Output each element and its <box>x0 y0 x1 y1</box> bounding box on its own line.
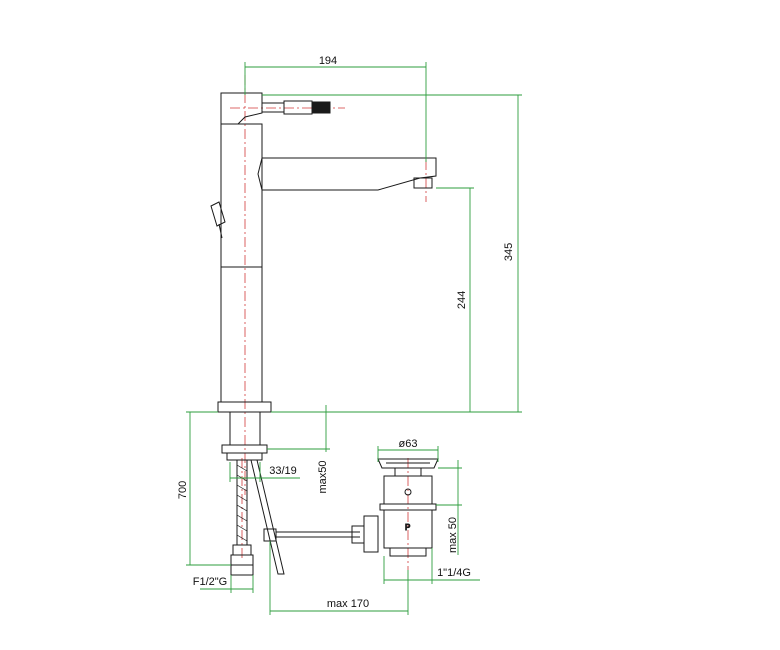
label-max-deck: max50 <box>317 460 329 493</box>
label-hole-diameter: 33/19 <box>269 465 297 477</box>
waste-flange <box>377 458 439 469</box>
waste-tailpiece <box>389 547 427 557</box>
handle-grip <box>283 100 313 115</box>
popup-lever <box>210 201 226 227</box>
faucet-top-cap <box>220 92 263 125</box>
handle-knurled-tip <box>311 101 331 114</box>
dimension-labels: 194 345 244 max50 33/19 700 F1/2"G ø63 m… <box>177 55 515 610</box>
label-spout-reach: 194 <box>319 55 337 67</box>
faucet-column-lower <box>220 266 263 403</box>
rod-nut <box>363 515 379 553</box>
faucet-spout <box>257 157 437 191</box>
handle-stem <box>261 102 285 113</box>
rod-fitting <box>351 525 365 544</box>
waste-assembly: P <box>377 458 439 557</box>
label-spout-height: 244 <box>456 291 468 309</box>
label-waste-thread: 1"1/4G <box>437 567 471 579</box>
label-hose-length: 700 <box>177 481 189 499</box>
waste-marking: P <box>405 523 410 532</box>
label-waste-diameter: ø63 <box>399 438 418 450</box>
faucet-column-upper <box>220 123 263 268</box>
popup-lever-shaft <box>218 223 223 239</box>
label-hose-connection: F1/2"G <box>193 576 227 588</box>
popup-rod-assembly <box>250 459 379 575</box>
dimension-lines <box>186 62 522 615</box>
flexible-hose <box>230 460 254 576</box>
faucet-body <box>210 92 437 461</box>
spout-aerator <box>413 177 433 189</box>
label-total-height: 345 <box>503 243 515 261</box>
mounting-nut <box>221 444 268 454</box>
popup-vertical-rod <box>250 459 285 575</box>
label-rod-reach: max 170 <box>327 598 369 610</box>
faucet-base-ring <box>217 401 272 413</box>
mounting-washer <box>226 452 263 461</box>
label-waste-max-thickness: max 50 <box>447 517 459 553</box>
waste-screw <box>404 488 412 496</box>
